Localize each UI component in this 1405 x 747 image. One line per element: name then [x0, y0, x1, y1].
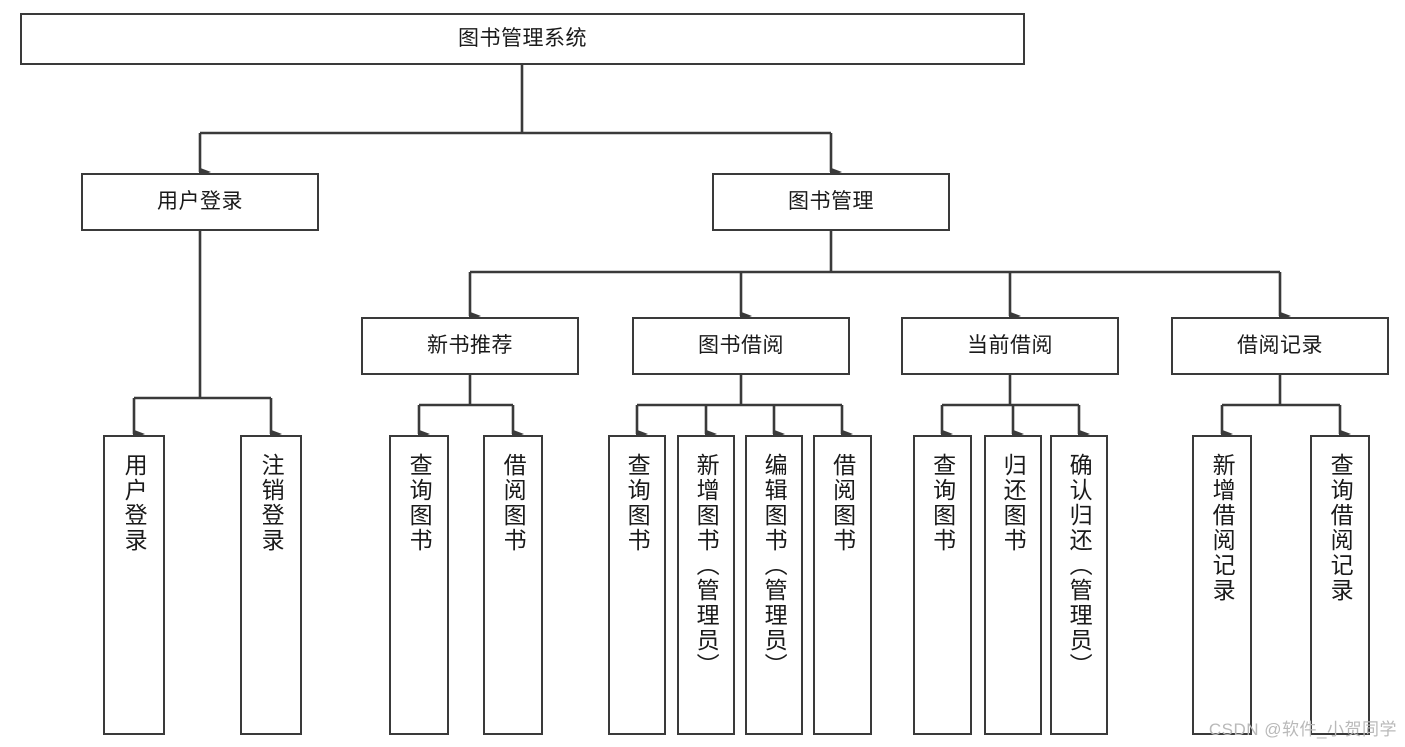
node-leaf-return-book-label: 归还图书 [1000, 453, 1027, 553]
node-leaf-borrow-book-rec[interactable]: 借阅图书 [483, 435, 543, 735]
node-leaf-confirm-return[interactable]: 确认归还（管理员） [1050, 435, 1108, 735]
node-borrow-record-label: 借阅记录 [1237, 333, 1323, 357]
node-leaf-add-book[interactable]: 新增图书（管理员） [677, 435, 735, 735]
node-root-label: 图书管理系统 [458, 26, 587, 50]
node-user-login[interactable]: 用户登录 [81, 173, 319, 231]
node-leaf-add-record[interactable]: 新增借阅记录 [1192, 435, 1252, 735]
node-leaf-edit-book-label: 编辑图书（管理员） [761, 453, 788, 678]
node-user-login-label: 用户登录 [157, 189, 243, 213]
node-leaf-user-logout[interactable]: 注销登录 [240, 435, 302, 735]
node-book-manage[interactable]: 图书管理 [712, 173, 950, 231]
node-book-manage-label: 图书管理 [788, 189, 874, 213]
node-leaf-user-login[interactable]: 用户登录 [103, 435, 165, 735]
node-current-borrow[interactable]: 当前借阅 [901, 317, 1119, 375]
node-new-book-rec-label: 新书推荐 [427, 333, 513, 357]
node-leaf-user-logout-label: 注销登录 [258, 453, 285, 553]
node-leaf-query-book-rec[interactable]: 查询图书 [389, 435, 449, 735]
node-leaf-query-book-cb[interactable]: 查询图书 [913, 435, 972, 735]
node-leaf-edit-book[interactable]: 编辑图书（管理员） [745, 435, 803, 735]
node-current-borrow-label: 当前借阅 [967, 333, 1053, 357]
node-leaf-borrow-book-br-label: 借阅图书 [829, 453, 856, 553]
node-leaf-user-login-label: 用户登录 [121, 453, 148, 553]
node-root[interactable]: 图书管理系统 [20, 13, 1025, 65]
node-leaf-query-record-label: 查询借阅记录 [1327, 453, 1354, 603]
node-leaf-add-record-label: 新增借阅记录 [1209, 453, 1236, 603]
node-book-borrow[interactable]: 图书借阅 [632, 317, 850, 375]
node-leaf-confirm-return-label: 确认归还（管理员） [1066, 453, 1093, 678]
node-new-book-rec[interactable]: 新书推荐 [361, 317, 579, 375]
node-leaf-query-book-br-label: 查询图书 [624, 453, 651, 553]
node-leaf-add-book-label: 新增图书（管理员） [693, 453, 720, 678]
watermark: CSDN @软件_小贺同学 [1208, 720, 1397, 739]
node-book-borrow-label: 图书借阅 [698, 333, 784, 357]
node-leaf-borrow-book-br[interactable]: 借阅图书 [813, 435, 872, 735]
node-leaf-query-book-br[interactable]: 查询图书 [608, 435, 666, 735]
node-leaf-borrow-book-rec-label: 借阅图书 [500, 453, 527, 553]
node-leaf-query-book-rec-label: 查询图书 [406, 453, 433, 553]
node-borrow-record[interactable]: 借阅记录 [1171, 317, 1389, 375]
node-leaf-query-record[interactable]: 查询借阅记录 [1310, 435, 1370, 735]
node-leaf-query-book-cb-label: 查询图书 [929, 453, 956, 553]
node-leaf-return-book[interactable]: 归还图书 [984, 435, 1042, 735]
